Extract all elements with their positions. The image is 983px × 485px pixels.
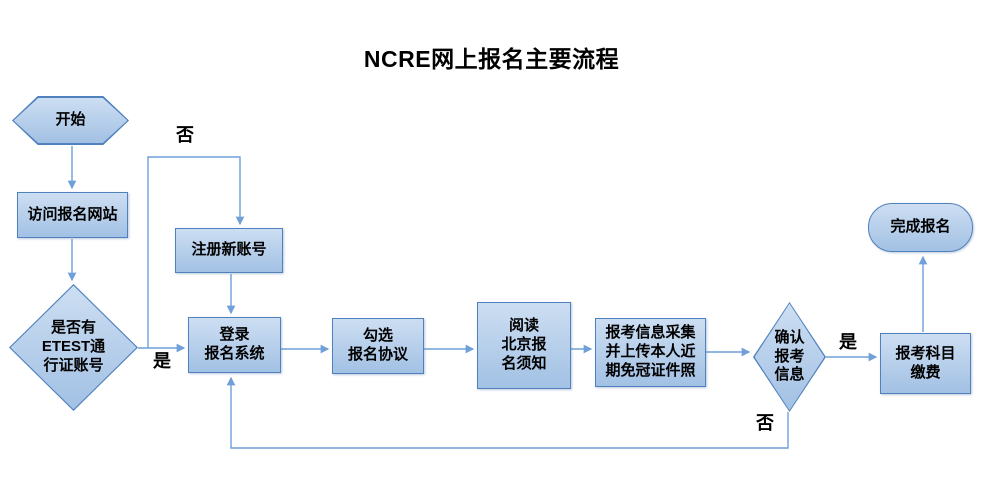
node-confirm-label: 确认 报考 信息 <box>774 328 805 384</box>
node-pay-label: 报考科目 缴费 <box>895 344 956 381</box>
edge-label-yes-pay: 是 <box>839 332 857 352</box>
node-agreement-label: 勾选 报名协议 <box>347 327 408 363</box>
node-check-agreement: 勾选 报名协议 <box>332 318 424 374</box>
node-notice-label: 阅读 北京报 名须知 <box>501 317 547 372</box>
node-visit-site: 访问报名网站 <box>17 192 128 238</box>
edge-label-no-register: 否 <box>176 125 194 145</box>
node-finish-label: 完成报名 <box>890 218 951 236</box>
node-register-label: 注册新账号 <box>191 241 267 259</box>
node-login-label: 登录 报名系统 <box>204 326 265 362</box>
node-start: 开始 <box>12 96 129 145</box>
node-read-notice: 阅读 北京报 名须知 <box>477 302 571 389</box>
node-has-account-label: 是否有 ETEST通 行证账号 <box>41 319 106 374</box>
node-visit-site-label: 访问报名网站 <box>27 205 118 223</box>
edge-decision-no-to-register <box>147 156 245 348</box>
edge-confirm-no-to-login <box>226 376 789 449</box>
edge-label-yes-login: 是 <box>153 351 171 371</box>
diagram-title: NCRE网上报名主要流程 <box>363 46 620 72</box>
node-login-system: 登录 报名系统 <box>188 317 281 373</box>
node-collect-info-upload-photo: 报考信息采集 并上传本人近 期免冠证件照 <box>595 318 706 387</box>
edge-label-no-back-login: 否 <box>756 413 774 433</box>
node-finish: 完成报名 <box>868 203 973 252</box>
node-collect-label: 报考信息采集 并上传本人近 期免冠证件照 <box>605 324 696 379</box>
node-register-new-account: 注册新账号 <box>175 228 283 273</box>
node-pay-subjects: 报考科目 缴费 <box>880 333 971 394</box>
node-start-label: 开始 <box>55 111 86 129</box>
node-start-body: 开始 <box>13 97 128 144</box>
